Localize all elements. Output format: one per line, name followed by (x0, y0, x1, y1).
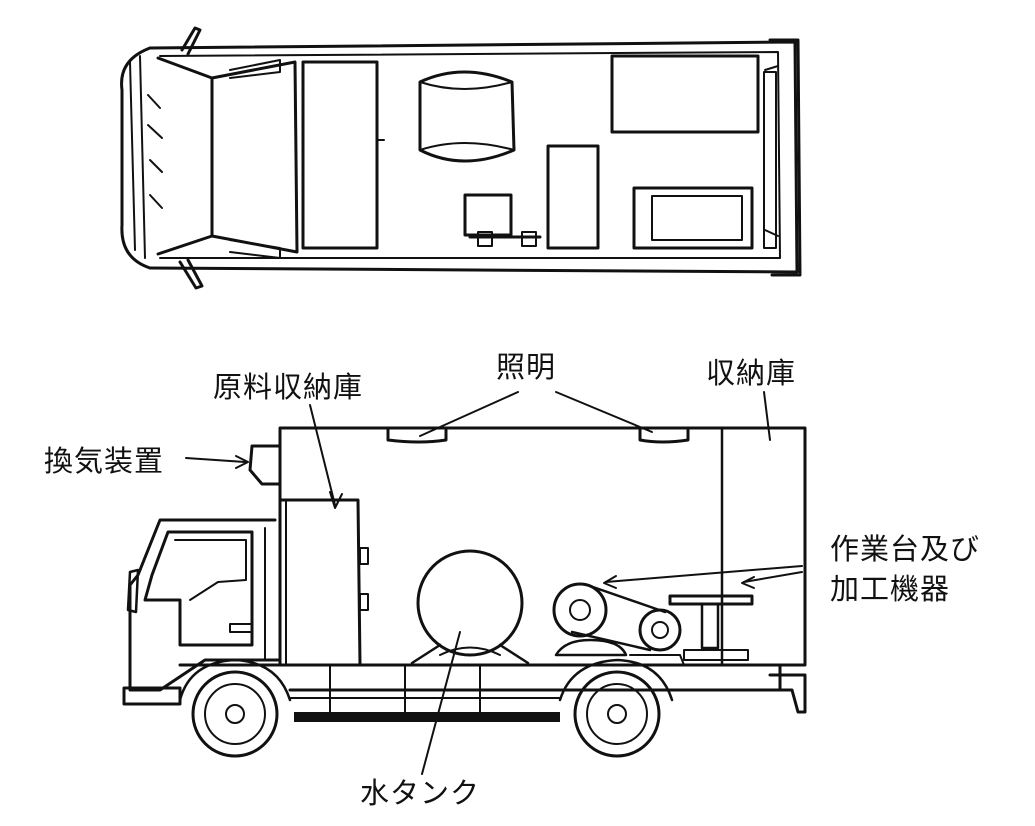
side-machine-wheel (638, 608, 682, 652)
side-cab-window (143, 530, 254, 647)
side-rear-wheel (573, 670, 661, 758)
side-raw-storage (278, 498, 362, 667)
side-cargo-box (278, 426, 807, 667)
label-ventilation: 換気装置 (44, 444, 165, 478)
truck-side-view (122, 391, 807, 775)
label-lighting: 照明 (496, 350, 557, 384)
side-front-wheel (191, 670, 279, 758)
label-water-tank: 水タンク (360, 776, 481, 810)
top-cabinet (546, 144, 600, 250)
side-workbench-top (668, 594, 754, 606)
side-rear-bumper (768, 673, 807, 714)
label-workbench-line2: 加工機器 (830, 572, 951, 606)
label-workbench-line1: 作業台及び (830, 532, 981, 566)
top-small-unit (463, 193, 513, 237)
top-cab-nose (120, 46, 152, 270)
leader-lines (185, 391, 803, 775)
label-storage: 収納庫 (706, 356, 797, 390)
side-ventilation-unit (248, 444, 282, 486)
truck-top-view (120, 26, 802, 290)
top-body-outline (148, 40, 799, 274)
label-raw-material-storage: 原料収納庫 (213, 370, 364, 404)
top-workbench (632, 186, 754, 250)
top-right-storage (610, 54, 760, 134)
top-storage-box (301, 60, 379, 250)
side-skirt (294, 712, 560, 722)
side-machine-base (554, 638, 628, 657)
side-light-rear (638, 428, 690, 444)
side-water-tank (416, 549, 524, 657)
side-machine-drum (552, 582, 608, 638)
side-light-front (386, 428, 448, 444)
top-windshield (156, 56, 214, 256)
